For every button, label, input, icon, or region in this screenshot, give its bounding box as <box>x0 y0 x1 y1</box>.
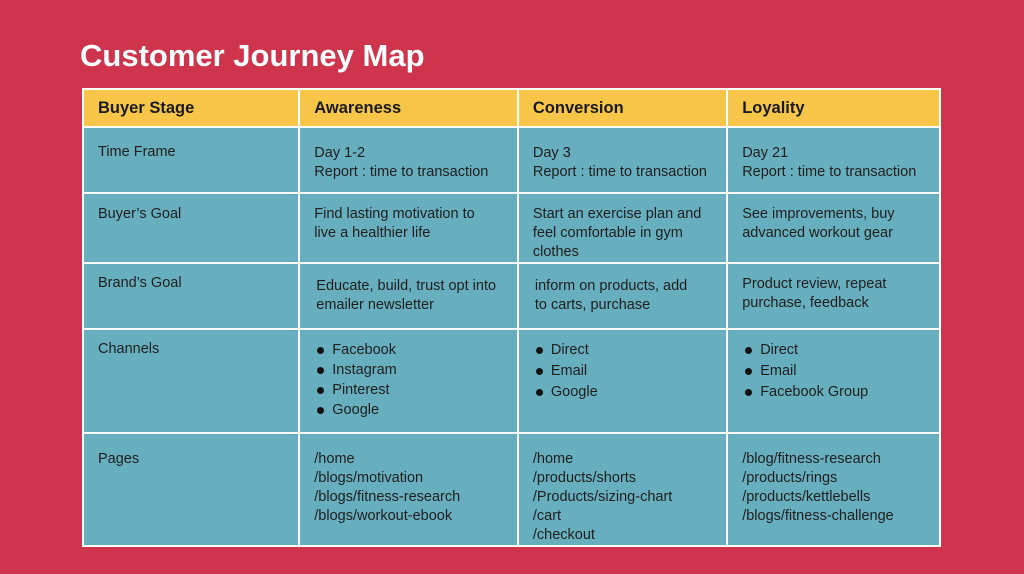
page-path: /home <box>314 451 355 467</box>
header-buyer-stage: Buyer Stage <box>81 88 301 128</box>
row-label-buyers-goal: Buyer’s Goal <box>81 192 301 264</box>
cell-line: clothes <box>532 244 579 260</box>
list-item-label: Pinterest <box>332 381 390 398</box>
list-item-label: Direct <box>550 342 589 358</box>
page-path: /products/kettlebells <box>742 489 871 505</box>
buyers-goal-loyalty: See improvements, buy advanced workout g… <box>726 192 941 264</box>
list-item-label: Google <box>332 401 380 418</box>
bullet-dot-icon <box>745 389 753 396</box>
page-path: /products/shorts <box>532 470 637 486</box>
bullet-dot-icon <box>535 389 543 396</box>
page-path: /blogs/motivation <box>314 470 424 486</box>
cell-line: Report : time to transaction <box>742 164 917 180</box>
time-frame-conversion: Day 3 Report : time to transaction <box>516 126 729 194</box>
list-item: Instagram <box>314 360 503 380</box>
list-item: Email <box>742 361 925 382</box>
list-item: Email <box>533 361 712 382</box>
cell-line: inform on products, add <box>534 278 688 294</box>
channel-list: Direct Email Facebook Group <box>742 340 925 403</box>
pages-awareness: /home /blogs/motivation /blogs/fitness-r… <box>298 432 519 547</box>
header-row: Buyer Stage Awareness Conversion Loyalit… <box>81 88 941 128</box>
list-item-label: Google <box>550 384 598 400</box>
page-path: /blogs/workout-ebook <box>314 508 453 524</box>
cell-line: See improvements, buy <box>742 206 895 222</box>
bullet-dot-icon <box>745 347 753 354</box>
row-pages: Pages /home /blogs/motivation /blogs/fit… <box>81 432 941 547</box>
pages-loyalty: /blog/fitness-research /products/rings /… <box>726 432 941 547</box>
cell-line: Find lasting motivation to <box>314 206 475 222</box>
bullet-dot-icon <box>317 386 325 394</box>
cell-line: feel comfortable in gym <box>532 225 683 241</box>
bullet-dot-icon <box>317 346 325 354</box>
header-awareness: Awareness <box>298 88 519 128</box>
channels-loyalty: Direct Email Facebook Group <box>726 328 941 434</box>
time-frame-awareness: Day 1-2 Report : time to transaction <box>298 126 519 194</box>
cell-line: purchase, feedback <box>742 295 869 311</box>
row-brands-goal: Brand’s Goal Educate, build, trust opt i… <box>81 262 941 330</box>
page-path: /cart <box>532 508 562 524</box>
bullet-dot-icon <box>317 366 325 374</box>
brands-goal-loyalty: Product review, repeat purchase, feedbac… <box>726 262 941 330</box>
cell-line: live a healthier life <box>314 225 431 241</box>
brands-goal-conversion: inform on products, add to carts, purcha… <box>516 262 729 330</box>
list-item: Direct <box>742 340 925 361</box>
row-buyers-goal: Buyer’s Goal Find lasting motivation to … <box>81 192 941 264</box>
list-item-label: Email <box>760 363 797 379</box>
channels-conversion: Direct Email Google <box>516 328 729 434</box>
page-path: /blogs/fitness-challenge <box>742 508 894 524</box>
header-conversion: Conversion <box>516 88 729 128</box>
pages-conversion: /home /products/shorts /Products/sizing-… <box>516 432 729 547</box>
page-path: /products/rings <box>742 470 838 486</box>
row-label-time-frame: Time Frame <box>81 126 301 194</box>
channels-awareness: Facebook Instagram Pinterest Google <box>298 328 519 434</box>
page-path: /home <box>532 451 574 467</box>
list-item-label: Instagram <box>332 361 397 378</box>
page-path: /blog/fitness-research <box>742 451 881 467</box>
journey-map-table: Buyer Stage Awareness Conversion Loyalit… <box>81 88 941 547</box>
list-item: Pinterest <box>314 380 503 400</box>
cell-line: Report : time to transaction <box>532 164 707 180</box>
bullet-dot-icon <box>317 406 325 414</box>
page-path: /Products/sizing-chart <box>532 489 673 505</box>
list-item: Facebook Group <box>742 382 925 403</box>
row-label-pages: Pages <box>81 432 301 547</box>
cell-line: to carts, purchase <box>534 297 651 313</box>
page-path: /checkout <box>532 527 595 543</box>
buyers-goal-awareness: Find lasting motivation to live a health… <box>298 192 519 264</box>
list-item-label: Email <box>550 363 588 379</box>
channel-list: Direct Email Google <box>533 340 712 403</box>
list-item-label: Facebook <box>332 341 396 358</box>
list-item-label: Facebook Group <box>760 384 869 400</box>
row-label-brands-goal: Brand’s Goal <box>81 262 301 330</box>
list-item: Google <box>314 400 503 420</box>
time-frame-loyalty: Day 21 Report : time to transaction <box>726 126 941 194</box>
cell-line: Educate, build, trust opt into <box>316 278 497 294</box>
brands-goal-awareness: Educate, build, trust opt into emailer n… <box>298 262 519 330</box>
page-title: Customer Journey Map <box>80 38 425 73</box>
list-item: Google <box>533 382 712 403</box>
cell-line: Product review, repeat <box>742 276 887 292</box>
bullet-dot-icon <box>745 368 753 375</box>
cell-line: Day 1-2 <box>314 145 366 161</box>
cell-line: advanced workout gear <box>742 225 893 241</box>
bullet-dot-icon <box>535 368 543 375</box>
buyers-goal-conversion: Start an exercise plan and feel comforta… <box>516 192 729 264</box>
list-item: Facebook <box>314 340 503 360</box>
cell-line: Day 3 <box>532 145 571 161</box>
cell-line: emailer newsletter <box>316 297 434 313</box>
channel-list: Facebook Instagram Pinterest Google <box>314 340 503 420</box>
cell-line: Start an exercise plan and <box>532 206 702 222</box>
row-label-channels: Channels <box>81 328 301 434</box>
cell-line: Report : time to transaction <box>314 164 489 180</box>
row-time-frame: Time Frame Day 1-2 Report : time to tran… <box>81 126 941 194</box>
list-item: Direct <box>533 340 712 361</box>
bullet-dot-icon <box>535 347 543 354</box>
page-path: /blogs/fitness-research <box>314 489 461 505</box>
row-channels: Channels Facebook Instagram Pinterest Go… <box>81 328 941 434</box>
cell-line: Day 21 <box>742 145 789 161</box>
list-item-label: Direct <box>760 342 799 358</box>
header-loyalty: Loyality <box>726 88 941 128</box>
